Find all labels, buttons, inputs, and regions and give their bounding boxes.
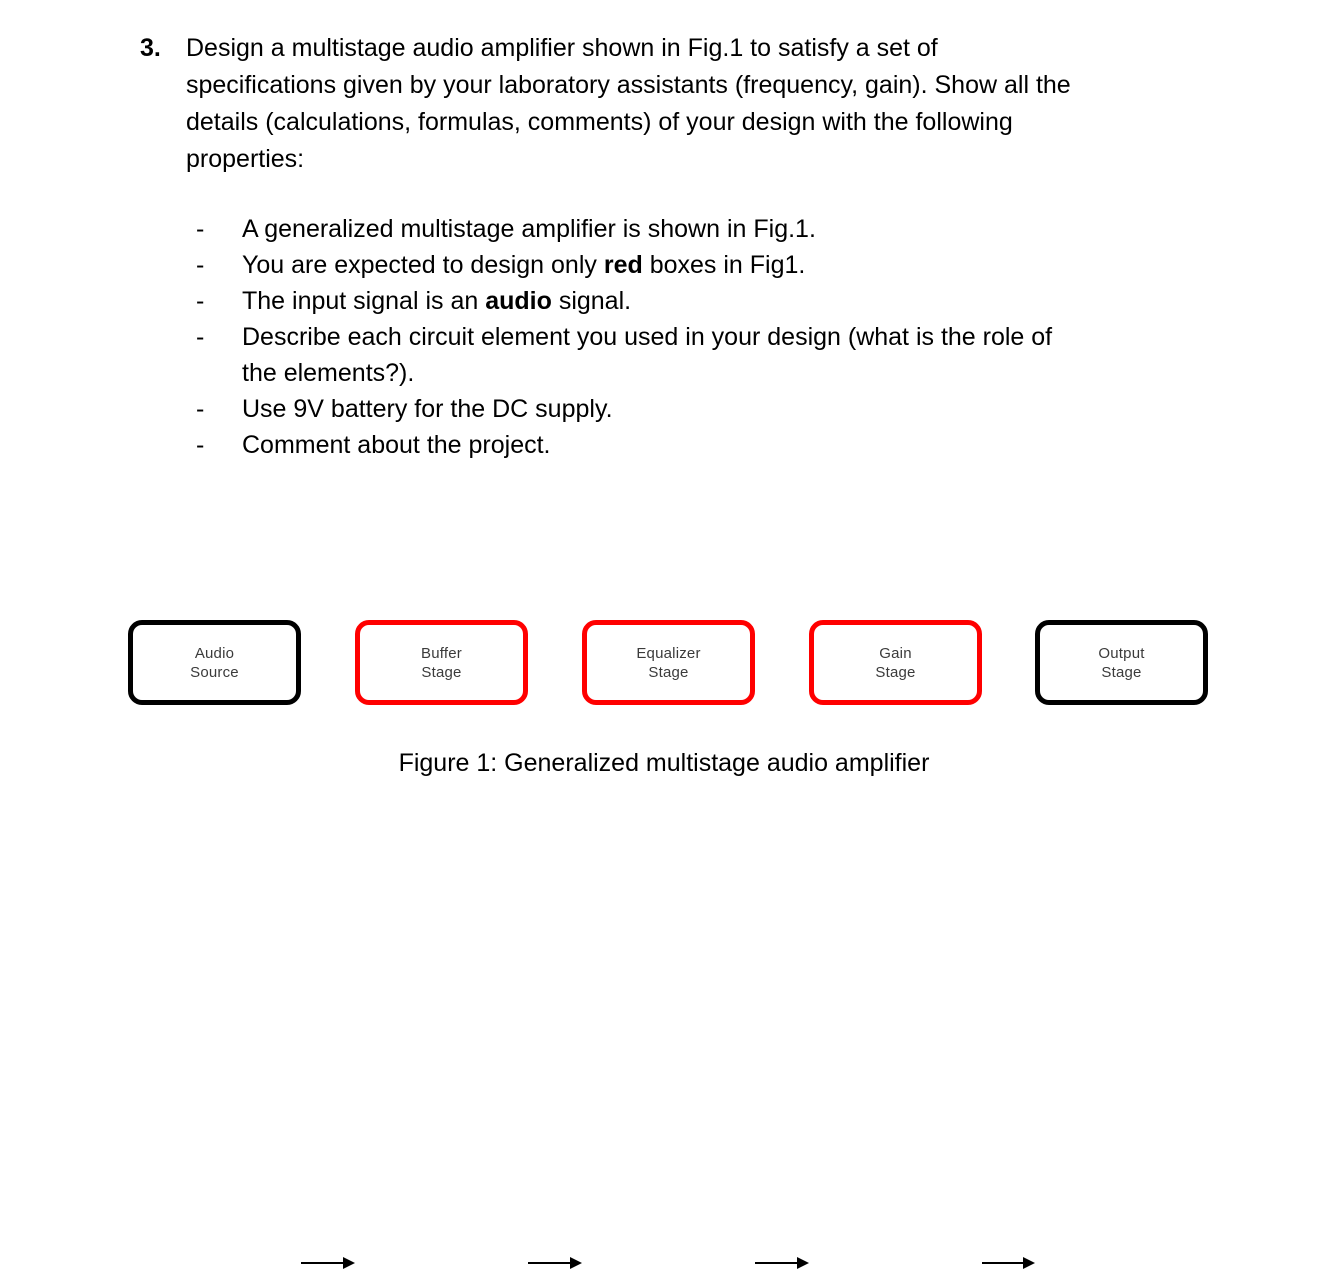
figure-caption: Figure 1: Generalized multistage audio a… <box>398 749 930 777</box>
list-item: - A generalized multistage amplifier is … <box>196 211 1236 247</box>
bullet-red-boxes-emphasis: red <box>603 251 643 279</box>
diagram-box-output-stage: Output Stage <box>1035 620 1208 705</box>
question-text: Design a multistage audio amplifier show… <box>186 30 1230 178</box>
bullet-marker: - <box>196 395 205 423</box>
requirements-list: - A generalized multistage amplifier is … <box>196 211 1236 463</box>
diagram-box-buffer-stage-line2: Stage <box>421 663 462 681</box>
diagram-box-buffer-stage-line1: Buffer <box>421 644 462 662</box>
arrow-equalizer-to-gain-icon <box>755 1255 809 1271</box>
question-line-2: specifications given by your laboratory … <box>186 71 1071 99</box>
list-item: - Describe each circuit element you used… <box>196 319 1236 391</box>
list-item: - You are expected to design only red bo… <box>196 247 1236 283</box>
diagram-box-audio-source-line1: Audio <box>194 644 235 662</box>
bullet-audio-signal-emphasis: audio <box>485 287 552 315</box>
diagram-box-audio-source-line2: Source <box>190 663 239 681</box>
bullet-audio-signal-prefix: The input signal is an <box>242 287 486 315</box>
question-number: 3. <box>140 34 161 62</box>
bullet-marker: - <box>196 431 205 459</box>
bullet-marker: - <box>196 287 205 315</box>
diagram-box-equalizer-stage-line1: Equalizer <box>636 644 701 662</box>
bullet-red-boxes-prefix: You are expected to design only <box>242 251 604 279</box>
diagram-box-gain-stage-line1: Gain <box>879 644 912 662</box>
bullet-describe-elements-line-2: the elements?). <box>242 359 415 387</box>
arrow-buffer-to-equalizer-icon <box>528 1255 582 1271</box>
diagram-box-output-stage-line2: Stage <box>1101 663 1142 681</box>
diagram-box-output-stage-line1: Output <box>1098 644 1145 662</box>
list-item: - The input signal is an audio signal. <box>196 283 1236 319</box>
diagram-box-audio-source: Audio Source <box>128 620 301 705</box>
bullet-comment-project: Comment about the project. <box>242 431 551 459</box>
block-diagram: Audio Source Buffer Stage Equalizer Stag… <box>0 600 1328 1269</box>
diagram-box-equalizer-stage-line2: Stage <box>648 663 689 681</box>
list-item: - Comment about the project. <box>196 427 1236 463</box>
bullet-9v-battery: Use 9V battery for the DC supply. <box>242 395 613 423</box>
question-line-3: details (calculations, formulas, comment… <box>186 108 1013 136</box>
list-item: - Use 9V battery for the DC supply. <box>196 391 1236 427</box>
bullet-marker: - <box>196 215 205 243</box>
bullet-red-boxes-suffix: boxes in Fig1. <box>642 251 806 279</box>
bullet-generalized-amplifier: A generalized multistage amplifier is sh… <box>242 215 816 243</box>
diagram-box-gain-stage-line2: Stage <box>875 663 916 681</box>
diagram-box-equalizer-stage: Equalizer Stage <box>582 620 755 705</box>
question-line-4: properties: <box>186 145 305 173</box>
diagram-box-gain-stage: Gain Stage <box>809 620 982 705</box>
bullet-marker: - <box>196 323 205 351</box>
question-block: 3. Design a multistage audio amplifier s… <box>140 30 1230 178</box>
bullet-audio-signal-suffix: signal. <box>551 287 632 315</box>
question-line-1: Design a multistage audio amplifier show… <box>186 34 938 62</box>
bullet-marker: - <box>196 251 205 279</box>
bullet-describe-elements-line-1: Describe each circuit element you used i… <box>242 323 1053 351</box>
bullet-describe-elements: Describe each circuit element you used i… <box>242 319 1236 391</box>
diagram-box-buffer-stage: Buffer Stage <box>355 620 528 705</box>
question-row: 3. Design a multistage audio amplifier s… <box>140 30 1230 178</box>
arrow-source-to-buffer-icon <box>301 1255 355 1271</box>
bullet-audio-signal: The input signal is an audio signal. <box>242 283 1236 319</box>
bullet-red-boxes: You are expected to design only red boxe… <box>242 247 1236 283</box>
arrow-gain-to-output-icon <box>982 1255 1035 1271</box>
